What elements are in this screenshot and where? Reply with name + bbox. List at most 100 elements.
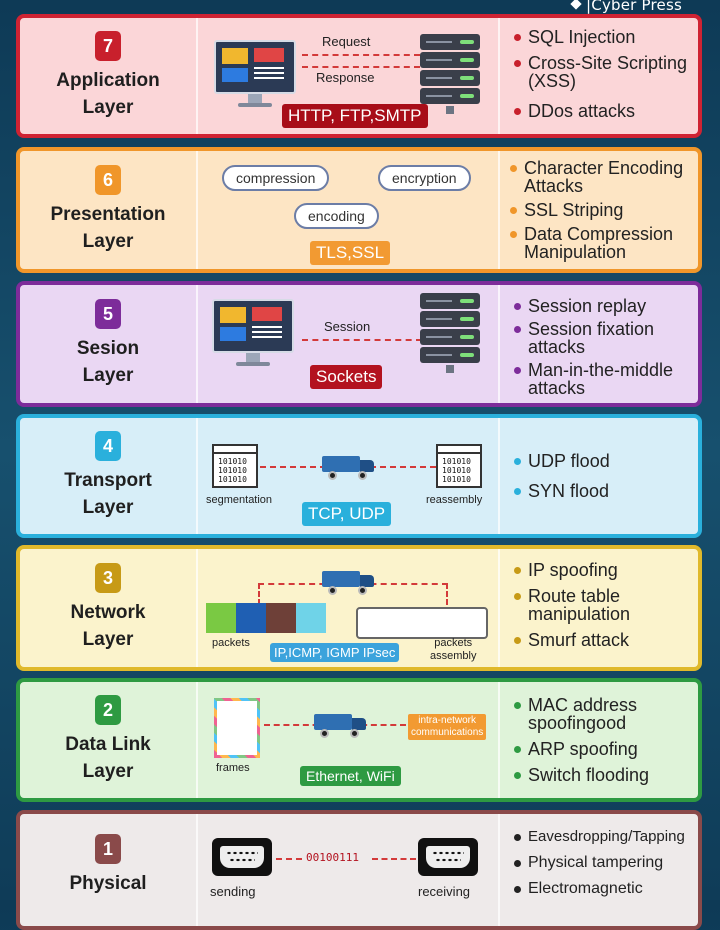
layer-name-suffix: Layer [82,231,134,252]
layer-name: Physical [69,873,147,894]
layer-name: Presentation [50,204,166,225]
layer-number-badge: 6 [95,165,121,195]
attack-list-block: SQL Injection Cross-Site Scripting (XSS)… [500,18,698,134]
layer-name: Data Link [65,734,151,755]
packets-label: packets [212,637,250,649]
receiving-label: receiving [418,884,471,899]
server-rack-icon [420,34,480,114]
attack-item: Smurf attack [514,631,692,649]
layer-title-block: 6 Presentation Layer [20,151,198,269]
attack-item: DDos attacks [514,102,692,120]
assembled-packet-box [356,607,488,639]
layer-number-badge: 7 [95,31,121,61]
server-rack-icon [420,293,480,373]
signal-line-right [372,858,416,860]
attack-item: SYN flood [514,482,692,500]
attack-item: Character Encoding Attacks [510,159,692,195]
layer-title-block: 7 Application Layer [20,18,198,134]
layer-title-block: 5 Sesion Layer [20,285,198,403]
layer-number-badge: 3 [95,563,121,593]
layer-name-suffix: Layer [82,629,134,650]
protocol-tag: TCP, UDP [302,502,392,526]
attack-list-block: IP spoofing Route table manipulation Smu… [500,549,698,667]
diamond-icon [570,0,582,10]
segmentation-label: segmentation [206,494,273,506]
attack-list-block: MAC address spoofingood ARP spoofing Swi… [500,682,698,798]
application-layer-row: 7 Application Layer Request Response HTT… [16,14,702,138]
attack-item: Session replay [514,297,692,315]
attack-item: Data Compression Manipulation [510,225,692,261]
physical-layer-row: 1 Physical 00100111 sending receiving Ea… [16,810,702,930]
layer-name-suffix: Layer [82,97,134,118]
serial-port-icon [418,838,478,876]
packet-block-green [206,603,236,633]
attack-list-block: UDP flood SYN flood [500,418,698,534]
session-layer-row: 5 Sesion Layer Session Sockets Session r… [16,281,702,407]
reassembly-label: reassembly [426,494,483,506]
layer-illustration: 00100111 sending receiving [198,814,500,926]
packet-block-blue [236,603,266,633]
attack-list: UDP flood SYN flood [514,452,692,508]
session-label: Session [324,319,371,334]
layer-title-block: 3 Network Layer [20,549,198,667]
attack-item: Electromagnetic [514,880,692,898]
response-label: Response [316,70,375,85]
attack-list: Eavesdropping/Tapping Physical tampering… [514,828,692,906]
request-label: Request [322,34,371,49]
serial-port-icon [212,838,272,876]
compression-pill: compression [222,165,330,191]
attack-item: SQL Injection [514,28,692,46]
frame-icon [214,698,260,758]
layer-name-suffix: Layer [82,365,134,386]
attack-item: Man-in-the-middle attacks [514,361,692,397]
attack-list-block: Character Encoding Attacks SSL Striping … [500,151,698,269]
layer-name: Application [56,70,160,91]
layer-name: Network [70,602,146,623]
layer-number-badge: 2 [95,695,121,725]
sending-label: sending [210,884,256,899]
delivery-truck-icon [322,571,378,595]
attack-list: Session replay Session fixation attacks … [514,297,692,403]
bits-label: 00100111 [306,851,359,864]
packet-block-cyan [296,603,326,633]
layer-illustration: Request Response HTTP, FTP,SMTP [198,18,500,134]
attack-item: Switch flooding [514,766,692,784]
delivery-truck-icon [314,714,370,738]
layer-name: Sesion [76,338,140,359]
attack-list: SQL Injection Cross-Site Scripting (XSS)… [514,28,692,128]
attack-item: SSL Striping [510,201,692,219]
encryption-pill: encryption [378,165,471,191]
protocol-tag: Sockets [310,365,383,389]
layer-number-badge: 4 [95,431,121,461]
protocol-tag: IP,ICMP, IGMP IPsec [270,643,400,662]
layer-title-block: 4 Transport Layer [20,418,198,534]
layer-title-block: 2 Data Link Layer [20,682,198,798]
layer-illustration: compression encryption encoding TLS,SSL [198,151,500,269]
attack-item: MAC address spoofingood [514,696,692,732]
attack-list-block: Session replay Session fixation attacks … [500,285,698,403]
attack-item: UDP flood [514,452,692,470]
attack-item: Session fixation attacks [514,320,692,356]
attack-list: IP spoofing Route table manipulation Smu… [514,561,692,657]
layer-name-suffix: Layer [82,497,134,518]
attack-item: Physical tampering [514,854,692,872]
attack-list-block: Eavesdropping/Tapping Physical tampering… [500,814,698,926]
packet-block-brown [266,603,296,633]
attack-list: MAC address spoofingood ARP spoofing Swi… [514,696,692,792]
attack-item: IP spoofing [514,561,692,579]
layer-number-badge: 5 [95,299,121,329]
frames-label: frames [216,762,250,774]
layer-name-suffix: Layer [82,761,134,782]
brand-label: |Cyber Press [570,0,682,14]
encoding-pill: encoding [294,203,379,229]
presentation-layer-row: 6 Presentation Layer compression encrypt… [16,147,702,273]
